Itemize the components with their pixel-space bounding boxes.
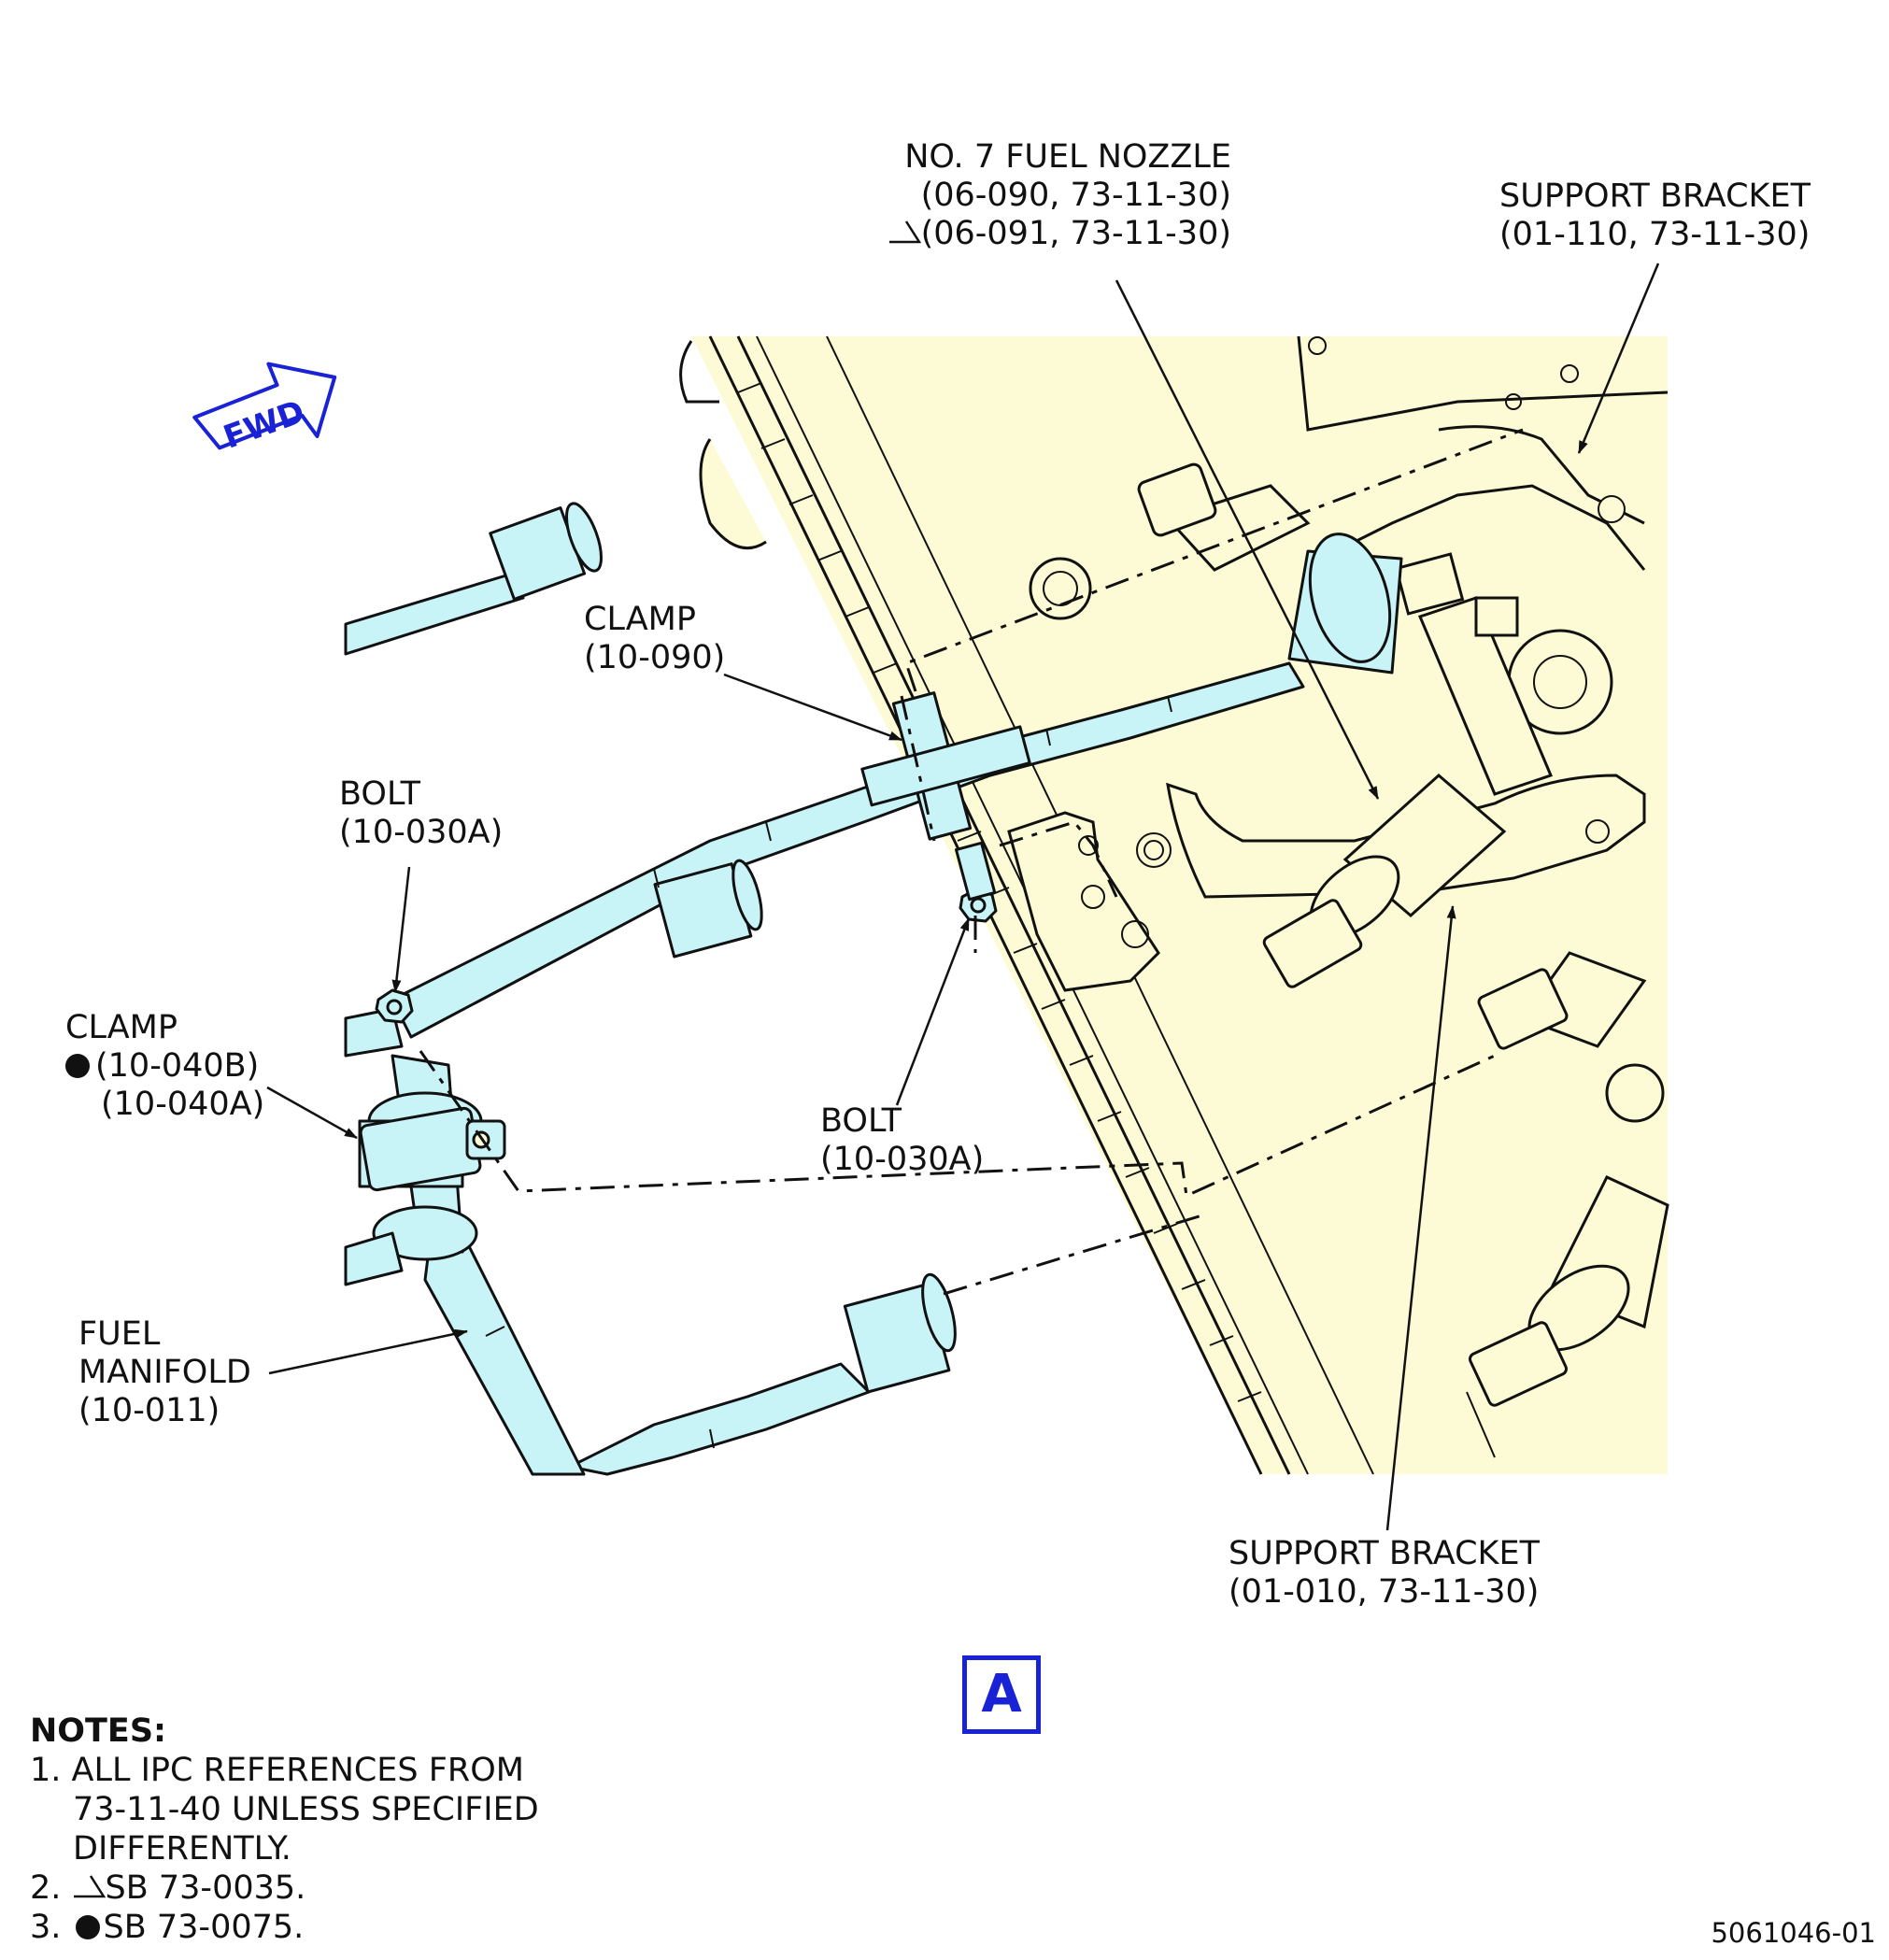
bolt-left-callout: BOLT (10-030A) <box>339 775 503 852</box>
note-3-number: 3. <box>30 1909 62 1946</box>
fuel-manifold-name-1: FUEL <box>78 1315 161 1353</box>
notes-block: NOTES: 1. ALL IPC REFERENCES FROM 73-11-… <box>30 1711 539 1947</box>
fuel-manifold-ref: (10-011) <box>78 1392 220 1429</box>
bolt-center-ref: (10-030A) <box>820 1141 985 1178</box>
clamp-top-ref: (10-090) <box>584 639 726 676</box>
fuel-manifold-callout: FUEL MANIFOLD (10-011) <box>78 1315 251 1430</box>
note-1-line-3: DIFFERENTLY. <box>73 1830 291 1868</box>
support-bracket-top-ref: (01-110, 73-11-30) <box>1499 216 1811 253</box>
service-bulletin-triangle-icon <box>888 215 921 253</box>
fuel-nozzle-name: NO. 7 FUEL NOZZLE <box>904 138 1231 176</box>
service-bulletin-dot-icon <box>65 1054 90 1078</box>
exploded-view-lines <box>419 428 1524 1296</box>
support-bracket-bottom-callout: SUPPORT BRACKET (01-010, 73-11-30) <box>1229 1535 1540 1612</box>
note-2-text: SB 73-0035. <box>105 1869 306 1907</box>
support-bracket-bottom-name: SUPPORT BRACKET <box>1229 1535 1540 1572</box>
bolt-left-ref: (10-030A) <box>339 814 504 851</box>
clamp-top-callout: CLAMP (10-090) <box>584 601 725 677</box>
bolt-center-name: BOLT <box>820 1102 902 1140</box>
note-3-dot-icon <box>75 1915 100 1939</box>
note-1-line-2: 73-11-40 UNLESS SPECIFIED <box>73 1791 539 1828</box>
notes-title: NOTES: <box>30 1712 167 1750</box>
view-label: A <box>962 1655 1041 1734</box>
fuel-manifold-tubes <box>344 502 1403 1476</box>
fuel-nozzle-ref-alt: (06-091, 73-11-30) <box>920 215 1231 252</box>
fuel-manifold-name-2: MANIFOLD <box>78 1354 251 1391</box>
note-2-number: 2. <box>30 1869 62 1907</box>
note-1-line-1: 1. ALL IPC REFERENCES FROM <box>30 1752 524 1789</box>
support-bracket-top-callout: SUPPORT BRACKET (01-110, 73-11-30) <box>1499 178 1811 254</box>
callout-leaders <box>266 263 1660 1531</box>
clamp-left-name: CLAMP <box>65 1009 178 1046</box>
note-3-text: SB 73-0075. <box>103 1909 305 1946</box>
bolt-center-callout: BOLT (10-030A) <box>820 1102 984 1179</box>
support-bracket-top-name: SUPPORT BRACKET <box>1499 178 1811 215</box>
engine-casing <box>679 335 1669 1475</box>
bolt-left-name: BOLT <box>339 775 421 813</box>
clamp-left-ref-a: (10-040A) <box>101 1086 265 1123</box>
fwd-arrow-icon: FWD <box>192 362 337 457</box>
note-2-triangle-icon <box>72 1868 106 1908</box>
figure-number: 5061046-01 <box>1711 1917 1876 1949</box>
clamp-left-ref-b: (10-040B) <box>95 1047 260 1085</box>
clamp-top-name: CLAMP <box>584 601 696 638</box>
fuel-nozzle-ref: (06-090, 73-11-30) <box>920 177 1231 214</box>
support-bracket-bottom-ref: (01-010, 73-11-30) <box>1229 1573 1540 1611</box>
clamp-left-callout: CLAMP (10-040B) (10-040A) <box>65 1009 264 1124</box>
fuel-nozzle-callout: NO. 7 FUEL NOZZLE (06-090, 73-11-30) (06… <box>878 138 1231 253</box>
